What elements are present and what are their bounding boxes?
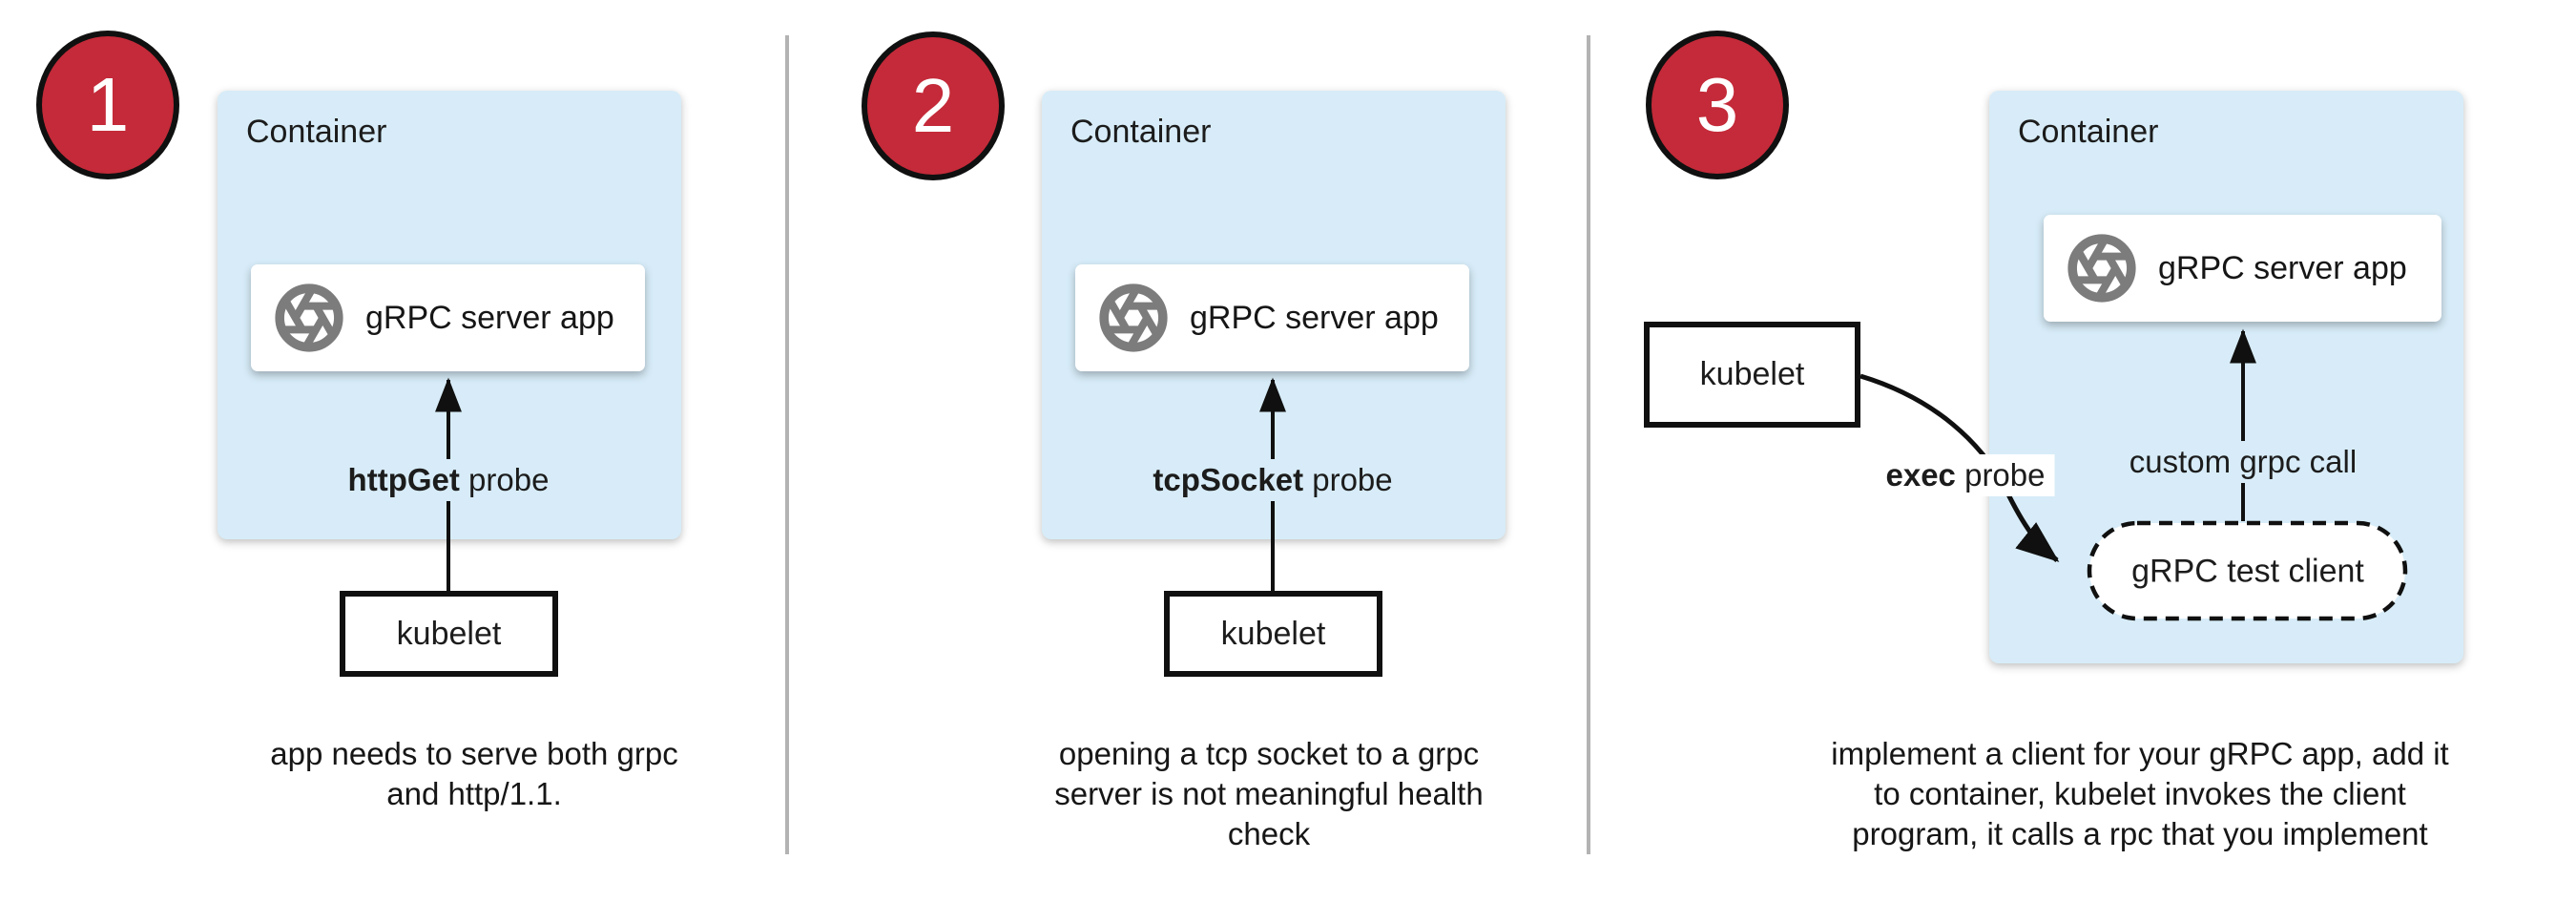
caption-1-line-2: and http/1.1. xyxy=(386,776,562,811)
probe-word-2: probe xyxy=(1303,462,1393,497)
caption-3-line-2: to container, kubelet invokes the client xyxy=(1874,776,2406,811)
step-3-number: 3 xyxy=(1695,62,1739,147)
grpc-server-app-label-1: gRPC server app xyxy=(365,299,614,336)
aperture-icon xyxy=(275,283,343,352)
panel-divider-2 xyxy=(1587,35,1590,854)
caption-1: app needs to serve both grpc and http/1.… xyxy=(188,734,760,814)
exec-probe-label: exec probe xyxy=(1876,454,2055,496)
step-3-badge: 3 xyxy=(1646,31,1789,179)
custom-call-text: custom grpc call xyxy=(2129,444,2358,479)
probe-type-3: exec xyxy=(1885,457,1956,493)
probe-word-1: probe xyxy=(459,462,550,497)
kubelet-label-3: kubelet xyxy=(1699,356,1805,392)
custom-grpc-call-label: custom grpc call xyxy=(2119,441,2367,483)
kubelet-box-3: kubelet xyxy=(1644,322,1860,428)
caption-2: opening a tcp socket to a grpc server is… xyxy=(983,734,1555,854)
probe-type-2: tcpSocket xyxy=(1153,462,1304,497)
caption-3-line-1: implement a client for your gRPC app, ad… xyxy=(1831,736,2449,771)
grpc-test-client-label: gRPC test client xyxy=(2131,554,2364,591)
kubelet-box-2: kubelet xyxy=(1164,591,1382,677)
step-2-badge: 2 xyxy=(862,31,1005,180)
container-label-2: Container xyxy=(1070,114,1212,150)
kubelet-label-1: kubelet xyxy=(396,615,502,652)
container-label-1: Container xyxy=(246,114,387,150)
caption-3-line-3: program, it calls a rpc that you impleme… xyxy=(1852,816,2428,851)
step-2-number: 2 xyxy=(911,63,955,148)
caption-2-line-1: opening a tcp socket to a grpc xyxy=(1058,736,1480,771)
caption-2-line-3: check xyxy=(1227,816,1311,851)
step-1-badge: 1 xyxy=(36,31,179,179)
caption-3: implement a client for your gRPC app, ad… xyxy=(1806,734,2474,854)
container-label-3: Container xyxy=(2018,114,2159,150)
grpc-server-app-box-3: gRPC server app xyxy=(2044,215,2441,322)
probe-type-1: httpGet xyxy=(347,462,460,497)
httpget-probe-label: httpGet probe xyxy=(338,459,559,501)
test-client-text: gRPC test client xyxy=(2131,553,2364,590)
panel-divider-1 xyxy=(785,35,789,854)
kubelet-box-1: kubelet xyxy=(340,591,558,677)
grpc-server-app-box-1: gRPC server app xyxy=(251,264,645,371)
grpc-server-app-label-2: gRPC server app xyxy=(1190,299,1439,336)
aperture-icon xyxy=(1099,283,1168,352)
grpc-server-app-label-3: gRPC server app xyxy=(2158,249,2407,286)
probe-word-3: probe xyxy=(1955,457,2046,493)
grpc-server-app-box-2: gRPC server app xyxy=(1075,264,1469,371)
caption-1-line-1: app needs to serve both grpc xyxy=(270,736,678,771)
kubelet-label-2: kubelet xyxy=(1220,615,1326,652)
tcpsocket-probe-label: tcpSocket probe xyxy=(1143,459,1402,501)
step-1-number: 1 xyxy=(86,62,130,147)
aperture-icon xyxy=(2067,234,2136,303)
caption-2-line-2: server is not meaningful health xyxy=(1054,776,1484,811)
